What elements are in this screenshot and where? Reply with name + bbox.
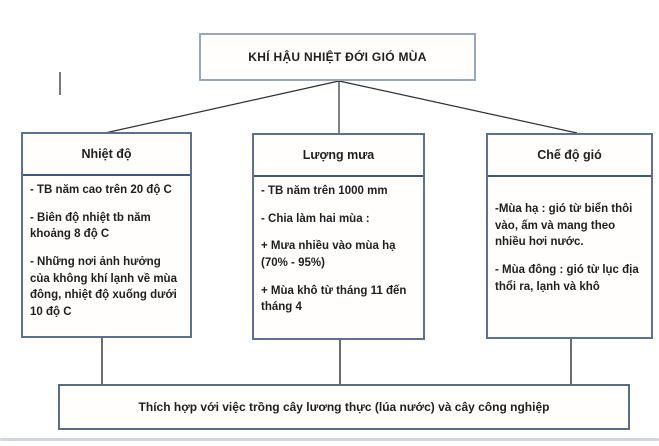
wind-item: - Mùa đông : gió từ lục địa thổi ra, lạn… <box>495 264 639 293</box>
rainfall-node-box: Lượng mưa - TB năm trên 1000 mm - Chia l… <box>252 133 425 340</box>
rainfall-item: + Mưa nhiều vào mùa hạ (70% - 95%) <box>261 240 396 270</box>
rainfall-item: - Chia làm hai mùa : <box>261 212 370 225</box>
temperature-node-box: Nhiệt độ - TB năm cao trên 20 độ C - Biê… <box>21 132 192 338</box>
root-node-box: KHÍ HẬU NHIỆT ĐỚI GIÓ MÙA <box>199 33 476 81</box>
temperature-node-header: Nhiệt độ <box>23 134 190 176</box>
text-cursor-mark <box>59 72 61 95</box>
page-bottom-edge <box>0 438 659 441</box>
wind-item: -Mùa hạ : gió từ biển thôi vào, ấm và ma… <box>495 203 633 249</box>
temperature-item: - Biên độ nhiệt tb năm khoảng 8 độ C <box>30 211 151 241</box>
temperature-item: - TB năm cao trên 20 độ C <box>30 184 172 196</box>
rainfall-node-title: Lượng mưa <box>302 148 375 162</box>
conclusion-node-box: Thích hợp với việc trồng cây lương thực … <box>58 384 630 430</box>
temperature-node-title: Nhiệt độ <box>81 147 132 161</box>
wind-node-box: Chế độ gió -Mùa hạ : gió từ biển thôi và… <box>486 133 653 339</box>
rainfall-item: - TB năm trên 1000 mm <box>261 185 388 197</box>
wind-node-body: -Mùa hạ : gió từ biển thôi vào, ấm và ma… <box>488 177 651 295</box>
temperature-node-body: - TB năm cao trên 20 độ C - Biên độ nhiệ… <box>23 176 190 321</box>
wind-node-header: Chế độ gió <box>488 135 651 177</box>
rainfall-node-header: Lượng mưa <box>254 135 423 177</box>
temperature-item: - Những nơi ảnh hưởng của không khí lạnh… <box>30 256 177 319</box>
wind-node-title: Chế độ gió <box>537 148 602 162</box>
rainfall-item: + Mùa khô từ tháng 11 đến tháng 4 <box>261 284 407 314</box>
root-node-title: KHÍ HẬU NHIỆT ĐỚI GIÓ MÙA <box>248 50 427 64</box>
conclusion-text: Thích hợp với việc trồng cây lương thực … <box>138 400 550 414</box>
rainfall-node-body: - TB năm trên 1000 mm - Chia làm hai mùa… <box>254 177 423 316</box>
